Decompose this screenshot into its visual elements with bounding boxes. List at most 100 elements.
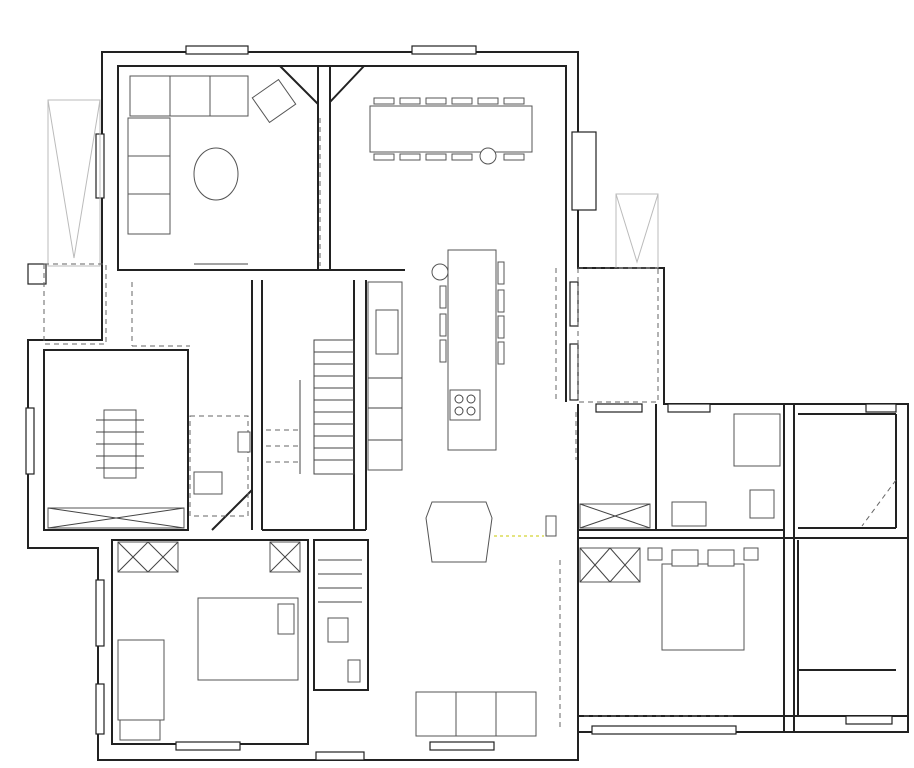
- chair: [503, 153, 525, 161]
- angled-wall: [211, 489, 253, 531]
- stool: [497, 289, 505, 313]
- wardrobe-cross: [47, 507, 185, 529]
- fireplace-corner: [279, 65, 319, 118]
- burner: [466, 406, 476, 416]
- living-room-furniture: [127, 65, 365, 265]
- shower: [189, 415, 249, 517]
- person-symbol: [431, 263, 449, 281]
- toilet: [193, 471, 223, 495]
- sink: [375, 309, 399, 355]
- master-bed: [661, 563, 745, 651]
- armchair: [251, 78, 297, 124]
- sofa-seat: [127, 117, 171, 157]
- window: [569, 343, 579, 401]
- kitchen-island: [431, 249, 505, 451]
- sofa-seat: [127, 193, 171, 235]
- toilet: [327, 617, 349, 643]
- sofa-seat: [495, 691, 537, 737]
- stool: [439, 313, 447, 337]
- cooktop: [449, 389, 481, 421]
- projection: [615, 193, 659, 269]
- cross: [147, 541, 179, 573]
- chair: [119, 719, 161, 741]
- window: [667, 403, 711, 413]
- toilet: [749, 489, 775, 519]
- hall-stair: [318, 559, 362, 683]
- cross: [117, 541, 149, 573]
- terrace-outline: [577, 267, 659, 403]
- window: [175, 741, 241, 751]
- sofa-seat: [129, 75, 171, 117]
- projection-lines: [615, 193, 659, 264]
- chair: [373, 97, 395, 105]
- cross: [609, 547, 641, 583]
- coffee-table: [193, 147, 239, 201]
- east-wing-furniture: [579, 413, 897, 651]
- window: [845, 715, 893, 725]
- window: [571, 131, 597, 211]
- window: [569, 281, 579, 327]
- window: [27, 263, 47, 285]
- staircase: [266, 339, 355, 475]
- wardrobe-crossed: [117, 541, 179, 573]
- exterior-projections: [43, 99, 659, 403]
- sofa-seat: [209, 75, 249, 117]
- door-openings: [131, 118, 736, 730]
- sofa-seat: [455, 691, 497, 737]
- stair-treads: [314, 351, 354, 461]
- entrance: [425, 501, 557, 563]
- window: [25, 407, 35, 475]
- burner: [454, 394, 464, 404]
- window: [411, 45, 477, 55]
- kitchen-counter: [367, 281, 403, 471]
- bathroom-west: [189, 415, 251, 517]
- wardrobe-crossed: [579, 547, 641, 583]
- chair: [451, 97, 473, 105]
- pillow: [671, 549, 699, 567]
- nightstand: [647, 547, 663, 561]
- chair: [373, 153, 395, 161]
- sofa-seat: [169, 75, 211, 117]
- corner-wardrobe: [861, 479, 897, 527]
- stove: [425, 501, 493, 563]
- dining-chairs: [373, 97, 525, 161]
- washbasin: [347, 659, 361, 683]
- chair: [399, 153, 421, 161]
- chair: [477, 97, 499, 105]
- washbasin: [237, 431, 251, 453]
- stair-outline: [313, 339, 355, 475]
- window: [185, 45, 249, 55]
- windows: [25, 45, 897, 761]
- projection: [47, 99, 101, 267]
- kids-room-furniture: [47, 409, 253, 531]
- bedroom-south-west-furniture: [117, 541, 301, 741]
- kids-room-walls: [43, 349, 189, 531]
- window: [95, 579, 105, 647]
- desk: [117, 639, 165, 721]
- chair: [399, 97, 421, 105]
- pillow: [707, 549, 735, 567]
- sofa-seat: [127, 155, 171, 195]
- stool: [439, 285, 447, 309]
- projection-lines: [47, 99, 101, 259]
- vanity: [671, 501, 707, 527]
- burner: [454, 406, 464, 416]
- shower-tray: [733, 413, 781, 467]
- fireplace-corner: [329, 65, 365, 118]
- terrace-outline: [43, 263, 107, 345]
- nightstand: [743, 547, 759, 561]
- chair: [425, 153, 447, 161]
- cross: [579, 503, 651, 529]
- sofa-south: [415, 691, 537, 737]
- sofa-seat: [415, 691, 457, 737]
- stool: [497, 341, 505, 365]
- window: [315, 751, 365, 761]
- window: [95, 683, 105, 735]
- chair: [503, 97, 525, 105]
- chair: [425, 97, 447, 105]
- living-room-walls: [117, 65, 319, 271]
- door-frame: [545, 515, 557, 537]
- person-symbol: [479, 147, 497, 165]
- window: [591, 725, 737, 735]
